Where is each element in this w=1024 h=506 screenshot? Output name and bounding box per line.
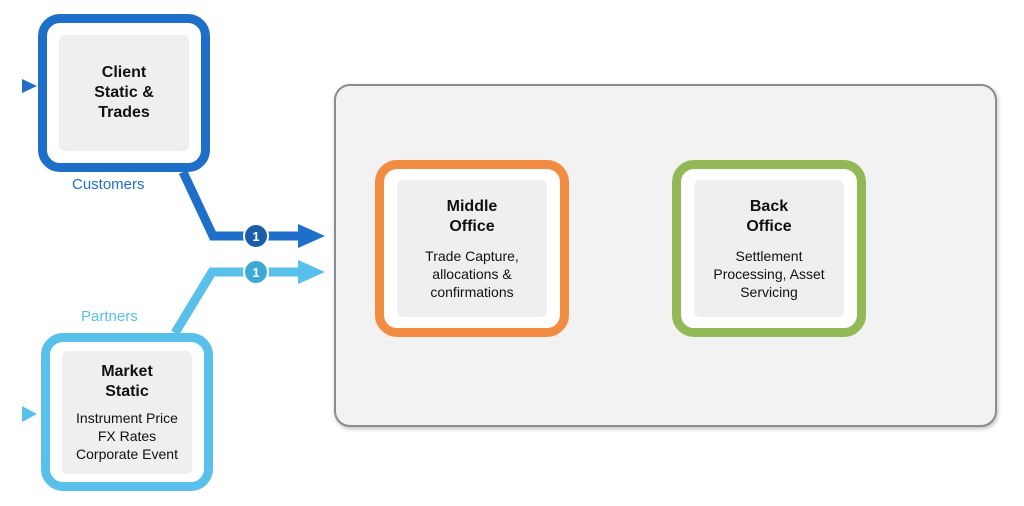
middle-office-content: Middle Office Trade Capture, allocations… xyxy=(397,180,547,317)
step-badge-customers: 1 xyxy=(243,223,269,249)
customers-connector xyxy=(178,170,300,241)
market-input-marker xyxy=(22,406,37,422)
market-static-title: Market Static xyxy=(101,363,153,400)
step-badge-partners-text: 1 xyxy=(252,265,259,280)
back-office-content: Back Office Settlement Processing, Asset… xyxy=(694,180,844,317)
client-static-box: Client Static & Trades xyxy=(38,14,210,172)
customers-arrowhead xyxy=(298,224,325,248)
step-badge-customers-text: 1 xyxy=(252,229,259,244)
middle-office-box: Middle Office Trade Capture, allocations… xyxy=(375,160,569,337)
partners-arrowhead xyxy=(298,260,325,284)
partners-label: Partners xyxy=(81,308,138,325)
middle-office-description: Trade Capture, allocations & confirmatio… xyxy=(425,247,519,300)
market-static-items: Instrument Price FX Rates Corporate Even… xyxy=(76,409,178,463)
back-office-description: Settlement Processing, Asset Servicing xyxy=(713,247,825,300)
market-static-content: Market Static Instrument Price FX Rates … xyxy=(62,351,192,474)
market-item-fx-rates: FX Rates xyxy=(97,428,157,444)
back-office-box: Back Office Settlement Processing, Asset… xyxy=(672,160,866,337)
back-office-title: Back Office xyxy=(746,197,792,235)
market-item-corporate-event: Corporate Event xyxy=(76,446,178,462)
market-item-instrument-price: Instrument Price xyxy=(76,410,178,426)
middle-office-title: Middle Office xyxy=(446,197,498,235)
market-static-box: Market Static Instrument Price FX Rates … xyxy=(41,333,213,491)
client-static-title: Client Static & Trades xyxy=(94,64,154,121)
partners-connector xyxy=(171,267,300,336)
client-static-content: Client Static & Trades xyxy=(59,35,189,151)
client-input-marker xyxy=(22,79,37,93)
step-badge-partners: 1 xyxy=(243,259,269,285)
customers-label: Customers xyxy=(72,176,145,193)
